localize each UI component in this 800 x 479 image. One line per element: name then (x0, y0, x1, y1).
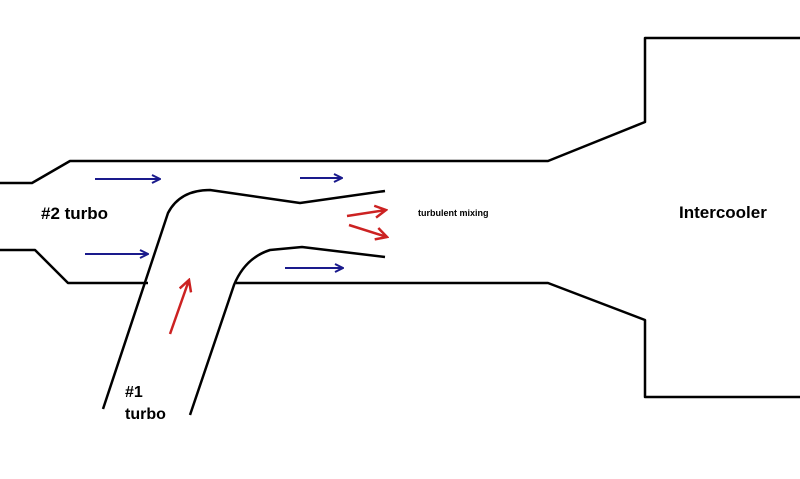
turbulent-mixing-label: turbulent mixing (418, 208, 489, 218)
turbo2-label: #2 turbo (41, 204, 109, 223)
intercooler-label: Intercooler (679, 203, 767, 222)
turbo1-pipe-left-wall (101, 188, 386, 410)
flow-arrow-red (168, 280, 189, 335)
main-pipe-bottom-wall-right (236, 281, 800, 399)
flow-arrow-red (348, 223, 387, 237)
turbo1-pipe-right-wall (188, 245, 386, 416)
turbo1-label-line2: turbo (125, 406, 166, 423)
flow-arrow-red (346, 210, 386, 216)
main-pipe-top-wall (0, 36, 800, 185)
main-pipe-bottom-wall-left (0, 248, 148, 285)
turbo1-label-line1: #1 (125, 384, 143, 401)
